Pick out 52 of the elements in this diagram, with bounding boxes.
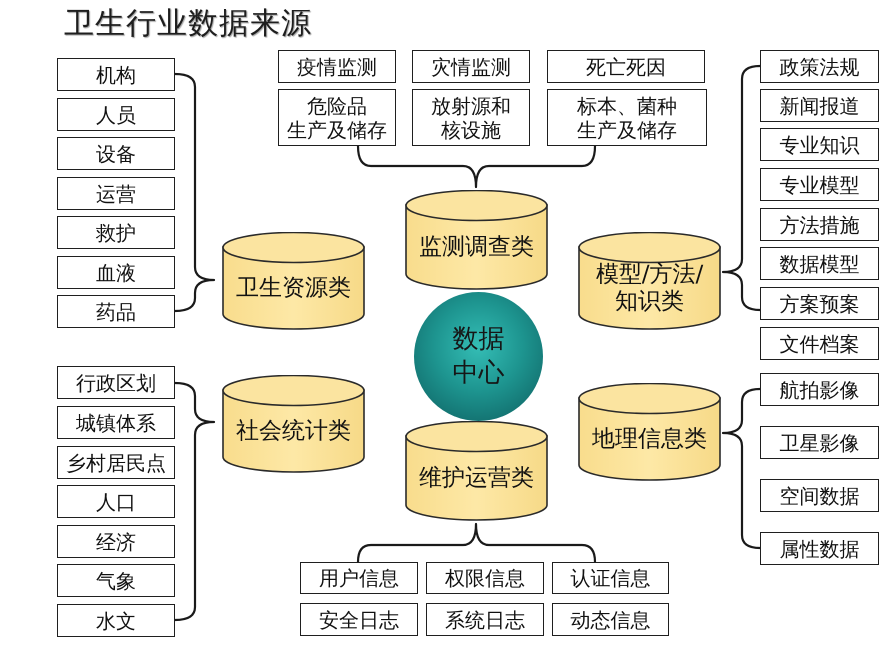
data-source-box: 灾情监测	[412, 50, 530, 83]
data-source-box: 用户信息	[300, 562, 418, 594]
data-source-box: 经济	[57, 525, 175, 558]
database-cylinder	[405, 190, 548, 290]
category-label: 监测调查类	[419, 234, 534, 262]
data-source-box: 乡村居民点	[57, 446, 175, 479]
diagram-title: 卫生行业数据来源	[64, 5, 312, 43]
data-source-box: 安全日志	[300, 603, 418, 636]
data-source-box: 标本、菌种生产及储存	[547, 89, 707, 146]
data-center-sphere: 数据中心	[414, 292, 543, 421]
category-label: 维护运营类	[419, 465, 534, 493]
data-source-box: 专业模型	[760, 168, 879, 201]
data-source-box: 行政区划	[57, 366, 175, 399]
data-source-box: 水文	[57, 604, 175, 637]
category-label: 卫生资源类	[236, 275, 351, 303]
data-source-box: 政策法规	[760, 50, 879, 83]
data-source-box: 放射源和核设施	[412, 89, 530, 146]
data-source-box: 设备	[57, 137, 175, 170]
data-source-box: 航拍影像	[760, 373, 879, 406]
data-source-box: 数据模型	[760, 247, 879, 280]
data-source-box: 机构	[57, 58, 175, 91]
category-label: 地理信息类	[592, 426, 707, 454]
data-source-box: 属性数据	[760, 532, 879, 565]
data-source-box: 认证信息	[552, 562, 669, 594]
data-source-box: 死亡死因	[547, 50, 705, 83]
data-source-box: 危险品生产及储存	[278, 89, 396, 146]
data-source-box: 运营	[57, 177, 175, 210]
category-label: 社会统计类	[236, 418, 351, 446]
data-source-box: 动态信息	[552, 603, 669, 636]
data-source-box: 系统日志	[426, 603, 544, 636]
data-source-box: 文件档案	[760, 327, 879, 360]
database-cylinder	[222, 375, 365, 473]
data-source-box: 权限信息	[426, 562, 544, 594]
database-cylinder	[578, 232, 721, 330]
data-source-box: 方法措施	[760, 208, 879, 241]
data-source-box: 专业知识	[760, 128, 879, 161]
data-source-box: 疫情监测	[278, 50, 396, 83]
data-source-box: 空间数据	[760, 479, 879, 512]
data-source-box: 救护	[57, 216, 175, 249]
database-cylinder	[222, 232, 365, 330]
data-source-box: 方案预案	[760, 287, 879, 320]
data-source-box: 卫星影像	[760, 426, 879, 459]
database-cylinder	[405, 421, 548, 521]
database-cylinder	[578, 383, 721, 481]
category-label: 模型/方法/知识类	[596, 261, 704, 316]
data-source-box: 人员	[57, 98, 175, 131]
data-source-box: 城镇体系	[57, 406, 175, 439]
data-source-box: 药品	[57, 295, 175, 328]
data-source-box: 血液	[57, 256, 175, 289]
data-source-box: 气象	[57, 564, 175, 597]
data-source-box: 新闻报道	[760, 89, 879, 122]
data-source-box: 人口	[57, 485, 175, 518]
